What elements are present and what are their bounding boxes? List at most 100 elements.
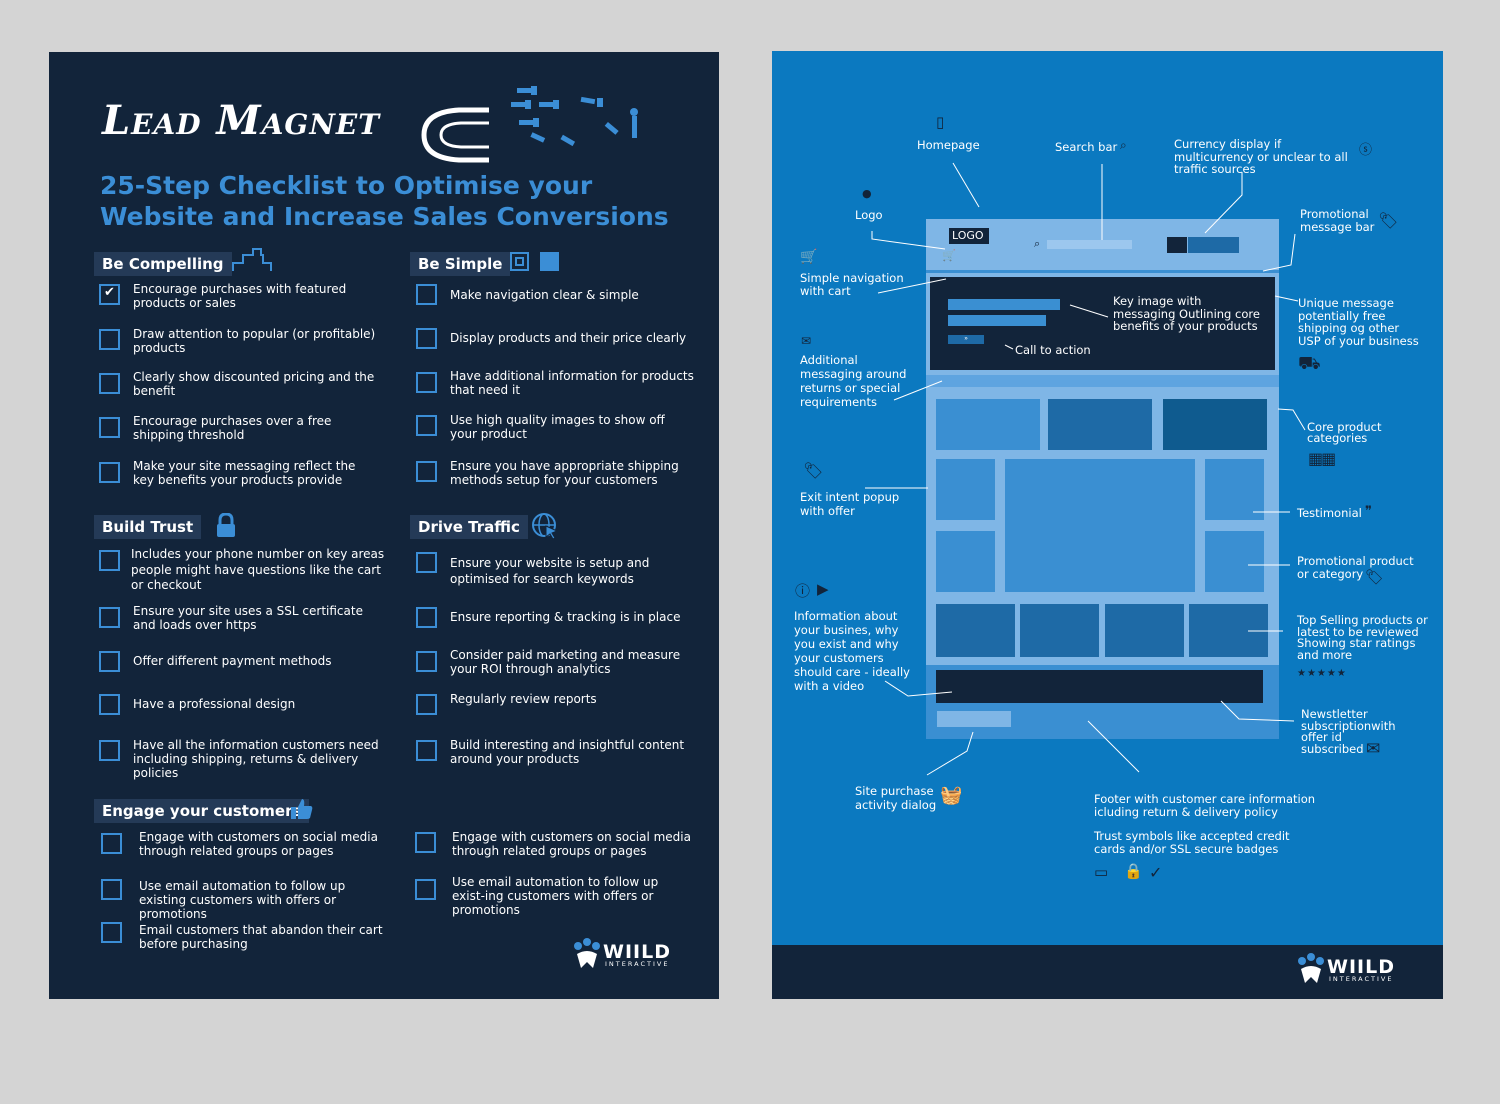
- info-icon: ⓘ: [795, 582, 811, 600]
- label-simple-nav: Simple navigation with cart: [800, 271, 904, 298]
- mock-promo-bar: [926, 270, 1279, 273]
- checkbox[interactable]: [99, 651, 120, 672]
- label-additional: Additional messaging around returns or s…: [800, 353, 907, 409]
- brand-sub: INTERACTIVE: [605, 960, 670, 968]
- item-text: Encourage purchases with featured produc…: [133, 282, 347, 310]
- grid-icon: ▦▦: [1308, 449, 1336, 468]
- checkbox[interactable]: [99, 550, 120, 571]
- checkbox[interactable]: [99, 373, 120, 394]
- checkbox[interactable]: [416, 461, 437, 482]
- page-subtitle: 25-Step Checklist to Optimise your Websi…: [100, 171, 669, 231]
- credit-card-icon: ▭: [1094, 863, 1109, 881]
- section-title-build-trust: Build Trust: [94, 515, 202, 539]
- cart-icon: 🛒: [942, 249, 956, 262]
- label-trust: Trust symbols like accepted credit cards…: [1094, 829, 1290, 856]
- checkbox[interactable]: [99, 417, 120, 438]
- label-testimonial: Testimonial: [1297, 506, 1362, 520]
- section-title-engage-customers: Engage your customers: [94, 799, 310, 823]
- mock-cta-button: »: [948, 335, 984, 344]
- mock-newsletter-bar: [936, 670, 1263, 703]
- checkbox[interactable]: [101, 833, 122, 854]
- item-text: Build interesting and insightful content…: [450, 738, 685, 766]
- mock-logo: LOGO: [949, 228, 989, 244]
- label-logo: Logo: [855, 208, 883, 222]
- page-title: Lead Magnet: [102, 97, 381, 144]
- connector-lines: [865, 162, 1306, 776]
- label-currency: Currency display if multicurrency or unc…: [1174, 137, 1348, 176]
- checkbox[interactable]: [99, 694, 120, 715]
- checklist-page: Lead Magnet 25-Step Checklist to Optimis…: [49, 52, 719, 999]
- checkbox[interactable]: [416, 552, 437, 573]
- anatomy-page: LOGO 🛒 ⌕ »: [772, 51, 1443, 999]
- checkbox[interactable]: [416, 694, 437, 715]
- paw-logo-icon: [1298, 953, 1324, 983]
- mock-product: [1020, 604, 1099, 657]
- truck-icon: ⛟: [1298, 353, 1321, 374]
- item-text: Use high quality images to show off your…: [450, 413, 665, 441]
- checkbox[interactable]: [99, 284, 120, 305]
- item-text: Have all the information customers need …: [133, 738, 379, 780]
- checkbox[interactable]: [101, 879, 122, 900]
- checkbox[interactable]: [99, 607, 120, 628]
- lock-icon: [217, 513, 235, 537]
- checkbox[interactable]: [415, 879, 436, 900]
- mock-usp-bar: [926, 375, 1279, 387]
- play-icon: ▶: [817, 580, 829, 598]
- mock-tile: [1205, 459, 1264, 520]
- item-text: Draw attention to popular (or profitable…: [133, 327, 376, 355]
- magnet-illustration: [421, 86, 638, 163]
- quote-icon: ❞: [1365, 504, 1372, 519]
- label-site-purchase: Site purchase activity dialog: [855, 784, 937, 812]
- mock-tile: [936, 459, 995, 520]
- label-search-bar: Search bar: [1055, 140, 1118, 154]
- lock-icon: 🔒: [1124, 862, 1143, 880]
- brand-sub: INTERACTIVE: [1329, 975, 1394, 983]
- label-information: Information about your busines, why you …: [794, 609, 910, 693]
- dot-icon: ●: [862, 187, 872, 200]
- item-text: Use email automation to follow up existi…: [139, 879, 346, 921]
- item-text: Clearly show discounted pricing and the …: [133, 370, 375, 398]
- checkbox[interactable]: [416, 328, 437, 349]
- tag-icon: 🏷: [803, 461, 824, 480]
- checkbox[interactable]: [99, 329, 120, 350]
- mock-testimonial-block: [1005, 459, 1195, 592]
- label-homepage: Homepage: [917, 138, 980, 152]
- layout-icon: [510, 252, 559, 271]
- mock-tile: [936, 531, 995, 592]
- basket-icon: 🧺: [940, 785, 963, 806]
- checkbox[interactable]: [416, 372, 437, 393]
- mock-tile: [1205, 531, 1264, 592]
- mock-category: [1048, 399, 1152, 450]
- search-icon: ⌕: [1120, 138, 1127, 152]
- mock-currency-symbol: [1167, 237, 1187, 253]
- item-text: Engage with customers on social media th…: [139, 830, 378, 858]
- section-title-be-simple: Be Simple: [410, 252, 511, 276]
- paw-logo-icon: [574, 938, 600, 968]
- checkbox[interactable]: [415, 832, 436, 853]
- checkbox[interactable]: [101, 922, 122, 943]
- cart-icon: 🛒: [800, 249, 818, 265]
- checkbox[interactable]: [416, 284, 437, 305]
- steps-icon: [232, 248, 272, 271]
- checkbox[interactable]: [99, 740, 120, 761]
- checkbox[interactable]: [416, 651, 437, 672]
- item-text: Includes your phone number on key areas …: [131, 547, 385, 592]
- mock-purchase-dialog: [937, 711, 1011, 727]
- item-text: Ensure you have appropriate shipping met…: [450, 459, 679, 487]
- item-text: Use email automation to follow up exist-…: [452, 875, 659, 917]
- brand-name: WIILD: [1327, 956, 1395, 978]
- label-top-selling: Top Selling products or latest to be rev…: [1297, 613, 1428, 662]
- mock-category: [1163, 399, 1267, 450]
- label-usp: Unique message potentially free shipping…: [1298, 296, 1419, 348]
- label-footer-info: Footer with customer care information ic…: [1094, 792, 1316, 819]
- item-text: Make navigation clear & simple: [450, 288, 639, 302]
- star-rating: ★★★★★: [1297, 668, 1347, 679]
- label-exit-intent: Exit intent popup with offer: [800, 490, 900, 518]
- mock-search-bar: [1047, 240, 1132, 249]
- item-text: Ensure your website is setup and optimis…: [450, 556, 650, 586]
- checkbox[interactable]: [416, 607, 437, 628]
- checkbox[interactable]: [416, 740, 437, 761]
- checkbox[interactable]: [416, 415, 437, 436]
- item-text: Ensure your site uses a SSL certificate …: [133, 604, 363, 632]
- checkbox[interactable]: [99, 462, 120, 483]
